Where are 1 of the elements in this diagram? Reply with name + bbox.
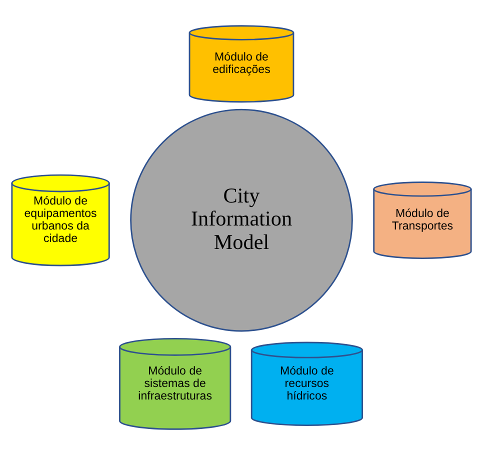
node-circle: City Information Model <box>130 108 353 332</box>
